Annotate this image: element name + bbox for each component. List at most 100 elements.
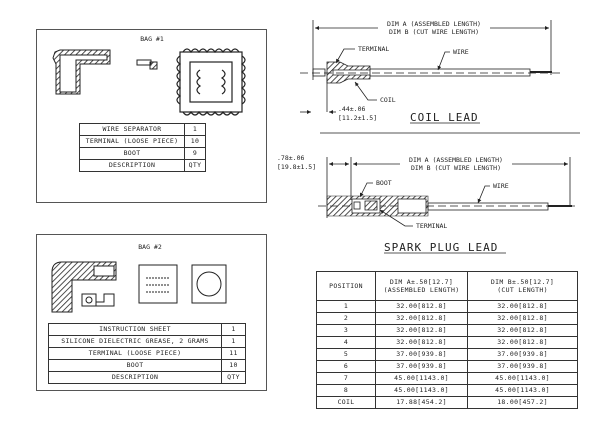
bag-2-title: BAG #2 (138, 243, 162, 251)
coil-dim-a: DIM A (ASSEMBLED LENGTH) (387, 20, 481, 28)
spark-tolerance-mm: [19.8±1.5] (277, 163, 316, 171)
dim-a-header-line-1: DIM A±.50[12.7] (389, 278, 454, 286)
dim-b-cell: 32.00[812.8] (467, 324, 578, 337)
grease-packet-drawing (191, 264, 227, 304)
coil-dim-b: DIM B (CUT WIRE LENGTH) (389, 28, 479, 36)
qty-cell: 9 (184, 147, 206, 160)
coil-terminal-label: TERMINAL (358, 45, 389, 53)
bag-1-title: BAG #1 (140, 35, 164, 43)
dim-a-cell: 45.00[1143.0] (375, 372, 468, 385)
dim-b-cell: 32.00[812.8] (467, 312, 578, 325)
description-cell: INSTRUCTION SHEET (48, 323, 222, 336)
coil-wire-label: WIRE (453, 48, 469, 56)
instruction-sheet-drawing (138, 264, 178, 304)
qty-cell: 1 (221, 323, 246, 336)
description-cell: SILICONE DIELECTRIC GREASE, 2 GRAMS (48, 335, 222, 348)
description-cell: TERMINAL (LOOSE PIECE) (48, 347, 222, 360)
dim-b-cell: 45.00[1143.0] (467, 372, 578, 385)
position-cell: 8 (316, 384, 376, 397)
dim-a-header: DIM A±.50[12.7](ASSEMBLED LENGTH) (375, 271, 468, 301)
qty-cell: 11 (221, 347, 246, 360)
dim-a-cell: 17.88[454.2] (375, 396, 468, 409)
dim-b-cell: 45.00[1143.0] (467, 384, 578, 397)
position-cell: 3 (316, 324, 376, 337)
position-cell: 6 (316, 360, 376, 373)
spark-boot-label: BOOT (376, 179, 392, 187)
bag-2-panel (36, 234, 267, 391)
description-header: DESCRIPTION (48, 371, 222, 384)
qty-header: QTY (221, 371, 246, 384)
dim-a-cell: 32.00[812.8] (375, 336, 468, 349)
spark-plug-lead-drawing (318, 157, 575, 227)
coil-lead-title: COIL LEAD (410, 111, 479, 124)
dim-a-cell: 32.00[812.8] (375, 300, 468, 313)
dim-b-header-line-1: DIM B±.50[12.7] (490, 278, 555, 286)
dim-b-cell: 32.00[812.8] (467, 336, 578, 349)
boot-drawing (52, 49, 111, 95)
terminal-drawing (81, 293, 115, 307)
bag-1-panel (36, 29, 267, 203)
dim-a-cell: 32.00[812.8] (375, 312, 468, 325)
dim-b-cell: 18.00[457.2] (467, 396, 578, 409)
description-cell: BOOT (48, 359, 222, 372)
position-cell: 7 (316, 372, 376, 385)
qty-cell: 1 (221, 335, 246, 348)
dim-b-header: DIM B±.50[12.7](CUT LENGTH) (467, 271, 578, 301)
dim-a-cell: 37.00[939.8] (375, 348, 468, 361)
coil-lead-drawing (300, 20, 560, 114)
table-row: TERMINAL (LOOSE PIECE)10 (79, 135, 206, 148)
position-cell: COIL (316, 396, 376, 409)
spark-tolerance-in: .78±.06 (277, 154, 304, 162)
lead-length-table: POSITION DIM A±.50[12.7](ASSEMBLED LENGT… (316, 271, 578, 409)
dim-b-cell: 37.00[939.8] (467, 348, 578, 361)
position-cell: 2 (316, 312, 376, 325)
table-header-row: POSITION DIM A±.50[12.7](ASSEMBLED LENGT… (316, 271, 578, 301)
qty-cell: 10 (184, 135, 206, 148)
coil-coil-label: COIL (380, 96, 396, 104)
position-header: POSITION (316, 271, 376, 301)
spark-dim-a: DIM A (ASSEMBLED LENGTH) (409, 156, 503, 164)
dim-b-cell: 32.00[812.8] (467, 300, 578, 313)
description-header: DESCRIPTION (79, 159, 185, 172)
coil-tolerance-mm: [11.2±1.5] (338, 114, 377, 122)
qty-cell: 1 (184, 123, 206, 136)
dim-b-header-line-2: (CUT LENGTH) (497, 286, 548, 294)
table-row: TERMINAL (LOOSE PIECE)11 (48, 347, 246, 360)
description-cell: BOOT (79, 147, 185, 160)
dim-a-cell: 37.00[939.8] (375, 360, 468, 373)
dim-a-header-line-2: (ASSEMBLED LENGTH) (383, 286, 460, 294)
spark-terminal-label: TERMINAL (416, 222, 447, 230)
dim-a-cell: 45.00[1143.0] (375, 384, 468, 397)
dim-b-cell: 37.00[939.8] (467, 360, 578, 373)
spark-plug-lead-title: SPARK PLUG LEAD (384, 241, 498, 254)
wire-separator-drawing (176, 48, 246, 116)
terminal-drawing (136, 59, 158, 70)
description-cell: WIRE SEPARATOR (79, 123, 185, 136)
qty-header: QTY (184, 159, 206, 172)
position-cell: 5 (316, 348, 376, 361)
dim-a-cell: 32.00[812.8] (375, 324, 468, 337)
boot-drawing (51, 261, 117, 313)
coil-tolerance-in: .44±.06 (338, 105, 365, 113)
qty-cell: 10 (221, 359, 246, 372)
position-cell: 1 (316, 300, 376, 313)
